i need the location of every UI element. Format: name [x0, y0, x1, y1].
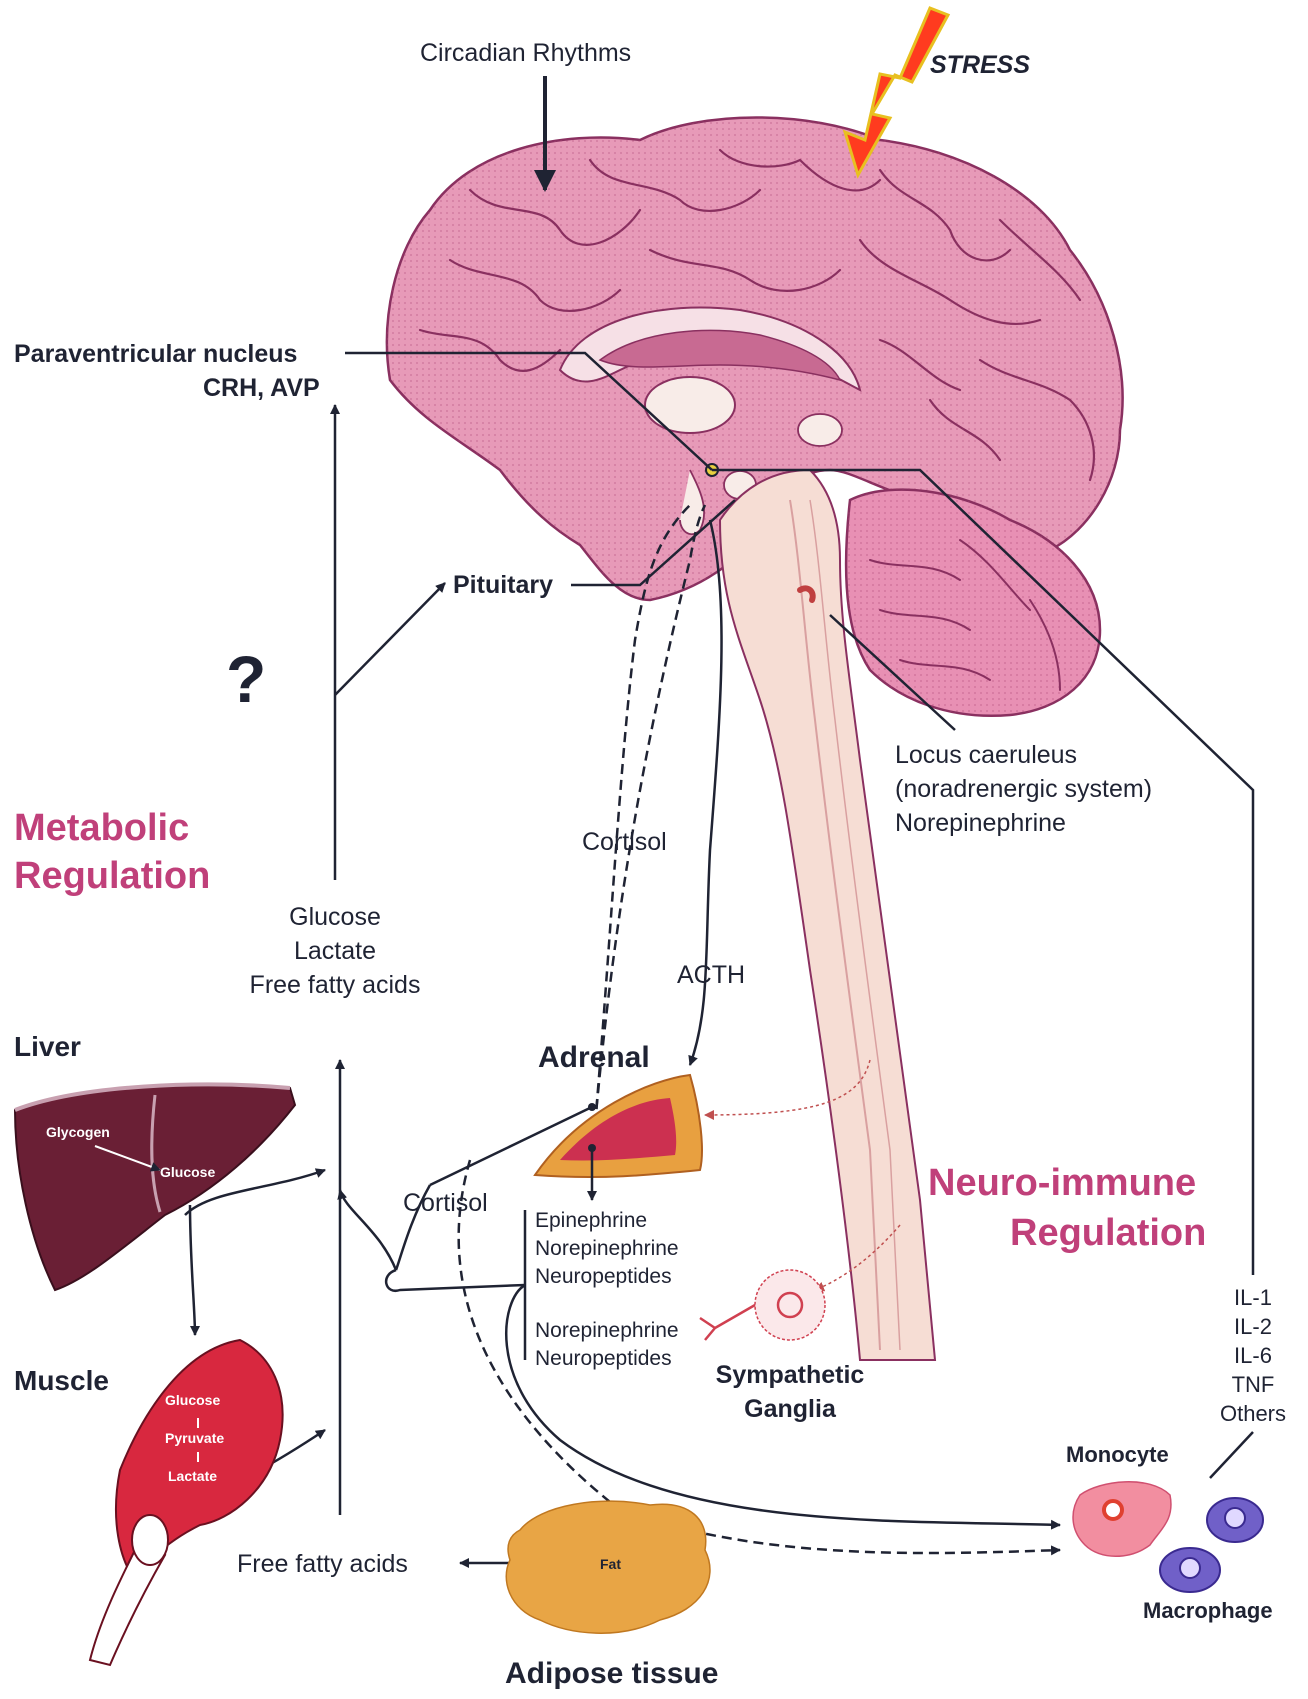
substrate-lactate: Lactate: [235, 936, 435, 966]
adrenal-output-3: Neuropeptides: [535, 1264, 672, 1289]
locus-label-2: (noradrenergic system): [895, 774, 1152, 804]
muscle-organ: [90, 1340, 283, 1665]
liver-label: Liver: [14, 1030, 81, 1064]
ffa-label: Free fatty acids: [237, 1549, 408, 1579]
locus-label-3: Norepinephrine: [895, 808, 1066, 838]
adrenal-output-1: Epinephrine: [535, 1208, 647, 1233]
glycogen-label: Glycogen: [46, 1124, 110, 1141]
substrate-ffa: Free fatty acids: [225, 970, 445, 1000]
pvn-label: Paraventricular nucleus: [14, 339, 297, 369]
sympathetic-ganglion: [700, 1270, 825, 1340]
liver-organ: [15, 1084, 295, 1290]
locus-label-1: Locus caeruleus: [895, 740, 1077, 770]
sympathetic-ganglia-label-1: Sympathetic: [690, 1360, 890, 1390]
thalamus: [645, 377, 735, 433]
metabolic-title-line1: Metabolic: [14, 805, 189, 853]
pituitary-label: Pituitary: [453, 570, 553, 600]
neuro-title-line1: Neuro-immune: [928, 1160, 1196, 1208]
cytokine-tnf: TNF: [1210, 1372, 1296, 1398]
cortisol-lower-label: Cortisol: [403, 1188, 488, 1218]
cortisol-upper-label: Cortisol: [582, 827, 667, 857]
sympathetic-output-2: Neuropeptides: [535, 1346, 672, 1371]
substrate-glucose: Glucose: [235, 902, 435, 932]
question-mark: ?: [226, 640, 266, 719]
acth-label: ACTH: [677, 960, 745, 990]
circadian-label: Circadian Rhythms: [420, 38, 631, 68]
stress-label: STRESS: [930, 50, 1030, 80]
cytokine-others: Others: [1210, 1401, 1296, 1427]
adipose-label: Adipose tissue: [505, 1656, 718, 1692]
sympathetic-ganglia-label-2: Ganglia: [690, 1394, 890, 1424]
macrophage-cells: [1160, 1498, 1263, 1592]
adrenal-gland: [535, 1075, 702, 1177]
monocyte-cell: [1073, 1482, 1171, 1556]
sympathetic-output-1: Norepinephrine: [535, 1318, 679, 1343]
muscle-glucose-label: Glucose: [165, 1392, 220, 1409]
muscle-lactate-label: Lactate: [168, 1468, 217, 1485]
pvn-sub-label: CRH, AVP: [203, 373, 320, 403]
fat-label: Fat: [600, 1556, 621, 1573]
monocyte-label: Monocyte: [1066, 1442, 1169, 1468]
metabolic-title-line2: Regulation: [14, 853, 210, 901]
adrenal-output-2: Norepinephrine: [535, 1236, 679, 1261]
muscle-pyruvate-label: Pyruvate: [165, 1430, 224, 1447]
liver-glucose-label: Glucose: [160, 1164, 215, 1181]
cytokine-il2: IL-2: [1210, 1314, 1296, 1340]
macrophage-label: Macrophage: [1143, 1598, 1273, 1624]
adrenal-label: Adrenal: [538, 1040, 650, 1076]
muscle-label: Muscle: [14, 1364, 109, 1398]
cytokine-il6: IL-6: [1210, 1343, 1296, 1369]
neuro-title-line2: Regulation: [1010, 1210, 1206, 1258]
cytokine-il1: IL-1: [1210, 1285, 1296, 1311]
